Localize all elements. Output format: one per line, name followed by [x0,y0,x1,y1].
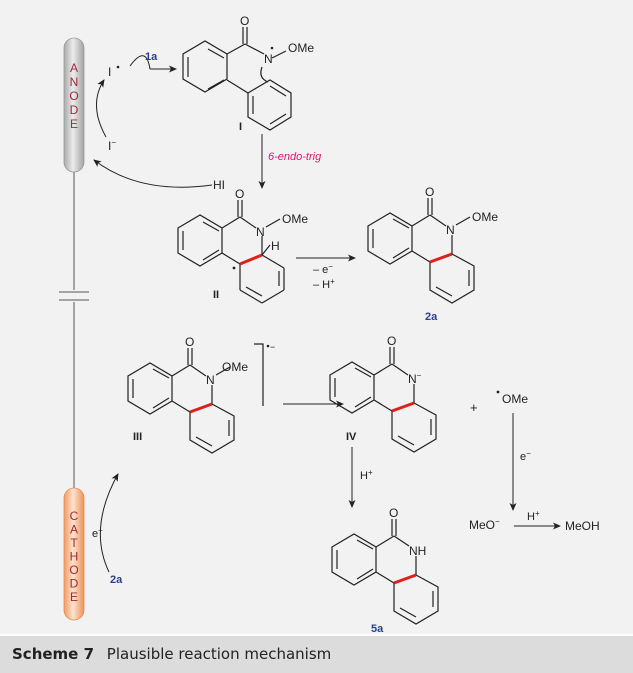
cathode-letter: C [70,509,79,523]
radical-dot [116,65,120,69]
new-bond-2a [429,252,453,264]
methoxy-I: OMe [288,41,314,55]
anode-letter: D [70,103,79,117]
methoxy-II: OMe [282,212,308,226]
iodine-cycle [93,55,213,188]
methoxy-III: OMe [222,360,248,374]
nitrogen-IV: N− [408,371,422,386]
label-2a-product: 2a [425,311,438,323]
intermediate-I [182,27,292,131]
methanol: MeOH [565,519,600,533]
iodide: I− [108,138,116,153]
nitrogen-III: N [206,373,215,387]
label-5a: 5a [371,623,384,634]
nitrogen-II: N [256,225,265,239]
methoxide: MeO− [469,517,500,532]
scheme-number: Scheme 7 [12,645,95,663]
label-II: II [213,289,219,301]
cathode-letter: E [70,590,78,604]
radical-anion-charge: − [270,342,275,352]
cathode-letter: T [70,536,78,550]
cathode-letter: H [70,550,79,564]
anode-letter: A [70,61,78,75]
new-bond-5a [393,573,417,585]
intermediate-II [177,200,285,304]
iodine-radical: I [108,65,111,79]
cathode-electron: e− [92,526,103,540]
anode-letter: N [70,75,79,89]
c-radical-dot [232,266,236,270]
methoxy-radical-dot [496,390,500,394]
new-bond-II [239,253,263,266]
anode-letter: O [69,89,78,103]
carbonyl-O-2a: O [425,185,434,199]
cathode-letter: O [69,563,78,577]
radical-anion-dot [266,344,270,348]
product-2a [367,198,475,304]
new-bond-III [189,402,213,414]
n-radical-dot [270,46,274,50]
carbonyl-O-II: O [235,187,244,201]
hydrogen-II: H [271,239,280,253]
nitrogen-2a: N [446,223,455,237]
scheme-title: Plausible reaction mechanism [106,645,332,663]
cathode-electron-arrow [99,473,119,573]
cyclization-condition: 6-endo-trig [268,151,322,163]
label-IV: IV [346,431,357,443]
methoxy-reduction-electron: e− [520,449,531,463]
cathode-letter: A [70,523,78,537]
electrochemical-circuit [59,170,89,488]
scheme-caption: Scheme 7 Plausible reaction mechanism [12,645,331,663]
plus-sign: + [470,400,478,415]
methoxide-proton: H+ [527,509,540,523]
cathode-letter: D [70,577,79,591]
caption-bar: Scheme 7 Plausible reaction mechanism [0,636,633,673]
carbonyl-O-5a: O [389,506,398,520]
nitrogen-I: N [264,52,273,66]
methoxy-2a: OMe [472,210,498,224]
carbonyl-O-I: O [240,14,249,28]
label-2a-substrate: 2a [110,574,123,586]
carbonyl-O-III: O [185,335,194,349]
oxidation-proton: – H+ [313,277,335,291]
protonation-proton: H+ [360,468,373,482]
oxidation-electron: – e− [313,262,333,276]
nh-5a: NH [409,544,426,558]
label-1a: 1a [145,51,158,63]
product-5a [331,519,439,625]
hydrogen-iodide: HI [213,178,225,192]
label-III: III [133,431,142,443]
anode-letter: E [70,117,78,131]
label-I: I [239,121,242,133]
new-bond-IV [391,401,415,413]
methoxy-radical: OMe [502,392,528,406]
carbonyl-O-IV: O [387,334,396,348]
